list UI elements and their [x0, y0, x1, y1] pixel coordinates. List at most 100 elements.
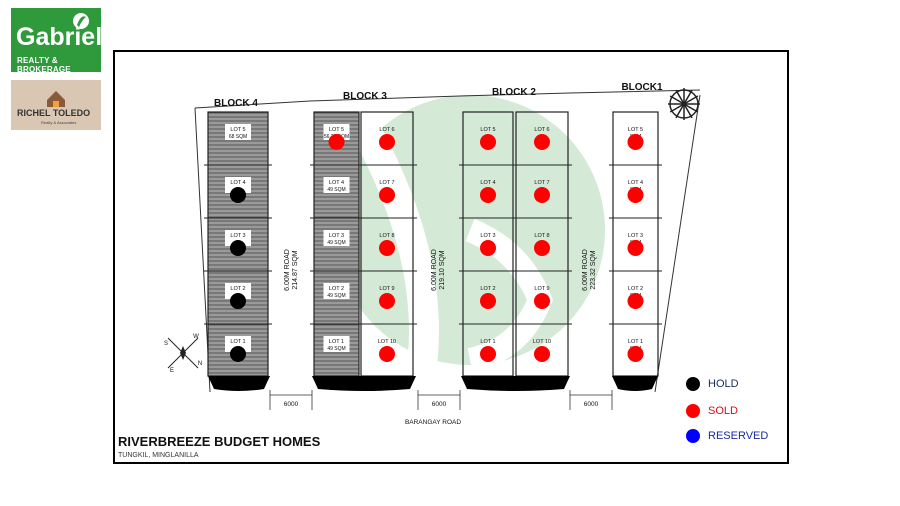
lot-name: LOT 5: [329, 127, 344, 133]
lot-status-marker-sold: [534, 240, 550, 256]
legend-sold-dot: [686, 404, 700, 418]
lot-name: LOT 9: [534, 286, 549, 292]
block2-base: [461, 376, 570, 391]
lot-status-marker-sold: [379, 134, 395, 150]
watermark-logo: [335, 95, 605, 383]
lot-area: 49 SQM: [327, 240, 345, 246]
dimension-label: 6000: [584, 401, 599, 408]
richel-subtitle: Realty & Associates: [41, 120, 77, 125]
lot-name: LOT 2: [628, 286, 643, 292]
lot-status-marker-sold: [379, 346, 395, 362]
block-label: BLOCK1: [621, 82, 663, 93]
lot-name: LOT 8: [534, 233, 549, 239]
lot-label-box: [225, 177, 251, 193]
tree-branch: [675, 103, 685, 119]
block1-base: [612, 376, 658, 391]
lot-label-box: [225, 336, 251, 352]
legend-reserved-dot: [686, 429, 700, 443]
lot-name: LOT 2: [230, 286, 245, 292]
lot-name: LOT 1: [329, 339, 344, 345]
lot-area: 68 SQM: [229, 134, 247, 140]
lot-status-marker-sold: [627, 187, 644, 203]
gabriel-name: Gabriel: [16, 23, 103, 51]
lot-status-marker-sold: [480, 293, 496, 309]
tree-branch: [683, 103, 693, 119]
compass-n: N: [198, 361, 202, 367]
plan-title: RIVERBREEZE BUDGET HOMES: [118, 434, 321, 449]
block-label: BLOCK 3: [343, 91, 387, 102]
road-label: 6.00M ROAD: [284, 249, 291, 291]
lot-label-box: [323, 177, 350, 193]
lot-name: LOT 3: [329, 233, 344, 239]
lot-name: LOT 10: [533, 339, 551, 345]
lot-name: LOT 4: [480, 180, 495, 186]
legend-reserved: RESERVED: [686, 428, 768, 444]
lot-name: LOT 3: [628, 233, 643, 239]
lot-name: LOT 9: [379, 286, 394, 292]
legend-sold: SOLD: [686, 403, 738, 419]
block-label: BLOCK 4: [214, 98, 258, 109]
lot-name: LOT 8: [379, 233, 394, 239]
gabriel-subtitle: REALTY & BROKERAGE: [17, 56, 71, 74]
lot-name: LOT 6: [534, 127, 549, 133]
lot-name: LOT 6: [379, 127, 394, 133]
lot-status-marker-sold: [534, 346, 550, 362]
tree-branch: [669, 103, 685, 113]
lot-status-marker-sold: [379, 293, 395, 309]
house-icon: [47, 91, 65, 107]
lot-name: LOT 1: [628, 339, 643, 345]
lot-status-marker-sold: [627, 134, 644, 150]
tree-branch: [683, 103, 699, 113]
tree-branch: [675, 89, 685, 105]
plan-subtitle: TUNGKIL, MINGLANILLA: [118, 452, 199, 459]
lot-status-marker-hold: [230, 346, 246, 362]
lot-name: LOT 3: [230, 233, 245, 239]
block4-base: [208, 376, 270, 391]
lot-status-marker-hold: [230, 240, 246, 256]
lot-status-marker-sold: [534, 134, 550, 150]
dimension-label: 6000: [432, 401, 447, 408]
lot-area: 49 SQM: [327, 187, 345, 193]
property-boundary-right: [654, 94, 701, 393]
lot-status-marker-sold: [328, 134, 345, 150]
tree-branch: [669, 95, 685, 105]
lot-area: 49 SQM: [327, 293, 345, 299]
road-area: 223.32 SQM: [590, 250, 597, 289]
road-label: 6.00M ROAD: [582, 249, 589, 291]
legend-hold-label: HOLD: [708, 378, 739, 390]
lot-status-marker-hold: [230, 293, 246, 309]
richel-logo: RICHEL TOLEDO Realty & Associates: [11, 80, 101, 130]
compass-needle: [180, 346, 186, 360]
lot-status-marker-sold: [480, 187, 496, 203]
lot-name: LOT 2: [329, 286, 344, 292]
block3-base: [312, 376, 416, 391]
road-area: 219.10 SQM: [439, 250, 446, 289]
lot-label-box: [323, 336, 350, 352]
lot-label-box: [225, 124, 251, 140]
lot-status-marker-sold: [480, 346, 496, 362]
lot-name: LOT 1: [230, 339, 245, 345]
lot-label-box: [323, 124, 350, 140]
legend-hold: HOLD: [686, 376, 739, 392]
tree-branch: [683, 89, 693, 105]
richel-name: RICHEL TOLEDO: [17, 108, 91, 118]
compass-e: E: [170, 368, 174, 374]
lot-status-marker-sold: [379, 187, 395, 203]
compass-s: S: [164, 341, 168, 347]
lot-status-marker-sold: [480, 134, 496, 150]
property-boundary-top: [194, 89, 701, 109]
lot-name: LOT 3: [480, 233, 495, 239]
gabriel-logo: Gabriel REALTY & BROKERAGE: [11, 8, 103, 74]
lot-status-marker-sold: [534, 187, 550, 203]
lot-area: 49 SQM: [327, 346, 345, 352]
lot-name: LOT 7: [534, 180, 549, 186]
compass-w: W: [193, 334, 199, 340]
lot-status-marker-sold: [627, 293, 644, 309]
lot-status-marker-sold: [480, 240, 496, 256]
lot-name: LOT 7: [379, 180, 394, 186]
lot-name: LOT 5: [230, 127, 245, 133]
lot-status-marker-sold: [534, 293, 550, 309]
lot-name: LOT 5: [628, 127, 643, 133]
dimension-label: 6000: [284, 401, 299, 408]
